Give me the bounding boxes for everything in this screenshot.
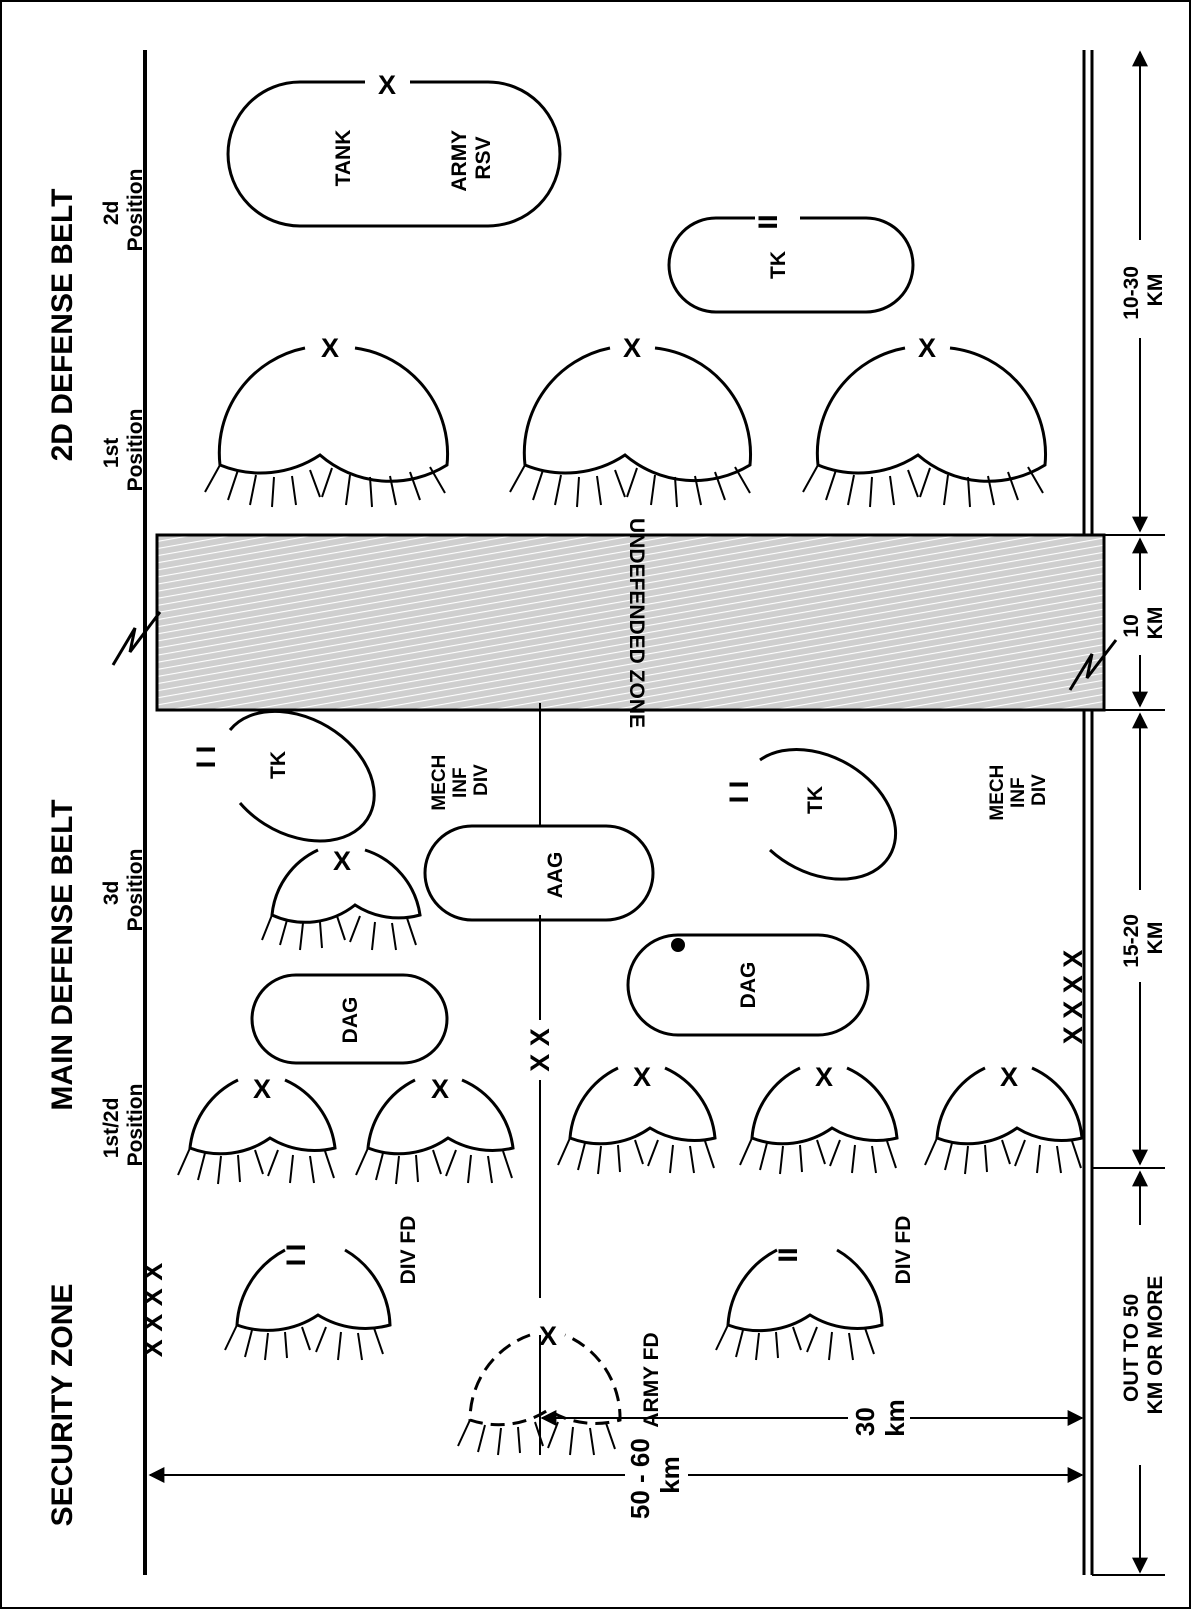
mech-inf-div-line: INF <box>1008 777 1029 808</box>
position-line: Position <box>124 409 147 492</box>
depth-line: KM OR MORE <box>1144 1276 1167 1415</box>
battalion-symbol: I I <box>724 781 754 804</box>
division-forward-detachment-left: I I <box>224 1244 392 1361</box>
position-line: 2d <box>100 201 123 226</box>
undefended-zone-label: UNDEFENDED ZONE <box>625 518 648 728</box>
depth-line: KM <box>1144 607 1167 640</box>
depth-main-label: 15-20 KM <box>1120 908 1167 968</box>
dag-oval-right <box>626 933 870 1037</box>
army-reserve-label: ARMY RSV <box>448 124 495 191</box>
army-boundary-marker-right: X X X X <box>1058 950 1088 1045</box>
position-line: 1st <box>100 438 123 468</box>
battalion-symbol: II <box>753 214 783 229</box>
position-line: 1st/2d <box>100 1098 123 1159</box>
brigade-x-symbol: X <box>378 70 396 100</box>
mech-inf-div-line: INF <box>450 767 471 798</box>
dag-label: DAG <box>737 962 760 1009</box>
tank-battalion-arc-left <box>228 709 376 843</box>
brigade-position-2: X <box>509 333 753 508</box>
dag-marker-dot <box>671 938 685 952</box>
depth-undefended-label: 10 KM <box>1120 607 1167 640</box>
undefended-zone-band <box>155 533 1106 712</box>
mech-inf-div-label: MECH INF DIV <box>429 749 492 810</box>
army-rsv-line: RSV <box>472 136 495 179</box>
brigade-main-first-2: X <box>355 1074 515 1185</box>
brigade-x-symbol: X <box>539 1321 557 1351</box>
div-fd-label-left: DIV FD <box>397 1216 420 1285</box>
battalion-symbol: I I <box>191 746 221 769</box>
tank-battalion-arc-right <box>759 748 898 881</box>
position-line: 3d <box>100 881 123 906</box>
distance-50-60-label: 50 - 60 km <box>625 1431 685 1519</box>
position-line: Position <box>124 849 147 932</box>
brigade-x-symbol: X <box>815 1062 833 1092</box>
second-first-position-label: 1st Position <box>100 409 147 492</box>
brigade-x-symbol: X <box>633 1062 651 1092</box>
depth-line: KM <box>1144 922 1167 955</box>
army-boundary-marker-left: X X X X <box>138 1263 168 1358</box>
dag-label: DAG <box>339 997 362 1044</box>
brigade-x-symbol: X <box>333 846 351 876</box>
aag-label: AAG <box>544 852 567 899</box>
div-fd-label-right: DIV FD <box>892 1216 915 1285</box>
second-second-position-label: 2d Position <box>100 169 147 252</box>
depth-line: 10-30 <box>1120 266 1143 320</box>
brigade-main-first-1: X <box>177 1074 337 1185</box>
main-defense-belt-label: MAIN DEFENSE BELT <box>46 799 79 1110</box>
depth-second-label: 10-30 KM <box>1120 260 1167 320</box>
division-boundary-marker: X X <box>525 1028 555 1072</box>
break-symbol-right <box>1068 639 1118 691</box>
tk-label: TK <box>804 786 827 814</box>
army-rsv-line: ARMY <box>448 130 471 192</box>
brigade-x-symbol: X <box>1000 1062 1018 1092</box>
distance-line: 50 - 60 <box>625 1438 655 1519</box>
dag-oval-left <box>250 973 449 1065</box>
brigade-x-symbol: X <box>253 1074 271 1104</box>
aag-oval <box>423 824 655 922</box>
mech-inf-div-line: MECH <box>429 755 450 811</box>
tank-battalion-oval <box>667 216 915 314</box>
brigade-main-first-4: X <box>739 1062 899 1175</box>
mech-inf-div-line: DIV <box>1029 774 1050 806</box>
break-symbol-left <box>111 611 162 666</box>
brigade-third-position: X <box>261 846 422 951</box>
brigade-position-1: X <box>204 333 450 508</box>
brigade-main-first-5: X <box>924 1062 1084 1175</box>
battalion-symbol: II <box>773 1247 803 1262</box>
division-forward-detachment-right: II <box>715 1247 884 1361</box>
main-third-position-label: 3d Position <box>100 849 147 932</box>
battalion-symbol: I I <box>281 1244 311 1267</box>
second-defense-belt-label: 2D DEFENSE BELT <box>46 189 79 462</box>
brigade-x-symbol: X <box>321 333 339 363</box>
distance-line: 30 <box>850 1407 880 1436</box>
mech-inf-div-line: DIV <box>471 764 492 796</box>
brigade-main-first-3: X <box>557 1062 717 1175</box>
brigade-x-symbol: X <box>918 333 936 363</box>
position-line: Position <box>124 1084 147 1167</box>
army-fd-label: ARMY FD <box>640 1332 663 1427</box>
depth-security-label: OUT TO 50 KM OR MORE <box>1120 1276 1167 1415</box>
depth-line: OUT TO 50 <box>1120 1294 1143 1402</box>
depth-line: KM <box>1144 274 1167 307</box>
tank-army-reserve-oval <box>226 80 562 228</box>
distance-line: km <box>880 1399 910 1437</box>
depth-line: 15-20 <box>1120 914 1143 968</box>
position-line: Position <box>124 169 147 252</box>
tk-label: TK <box>767 251 790 279</box>
brigade-x-symbol: X <box>431 1074 449 1104</box>
mech-inf-div-line: MECH <box>987 765 1008 821</box>
security-zone-label: SECURITY ZONE <box>46 1284 79 1527</box>
brigade-x-symbol: X <box>623 333 641 363</box>
depth-line: 10 <box>1120 614 1143 637</box>
distance-30-label: 30 km <box>850 1399 910 1437</box>
brigade-position-3: X <box>802 333 1048 508</box>
mech-inf-div-label: MECH INF DIV <box>987 759 1050 820</box>
tank-label: TANK <box>332 130 355 187</box>
distance-line: km <box>655 1456 685 1494</box>
main-first-position-label: 1st/2d Position <box>100 1084 147 1167</box>
tk-label: TK <box>267 751 290 779</box>
